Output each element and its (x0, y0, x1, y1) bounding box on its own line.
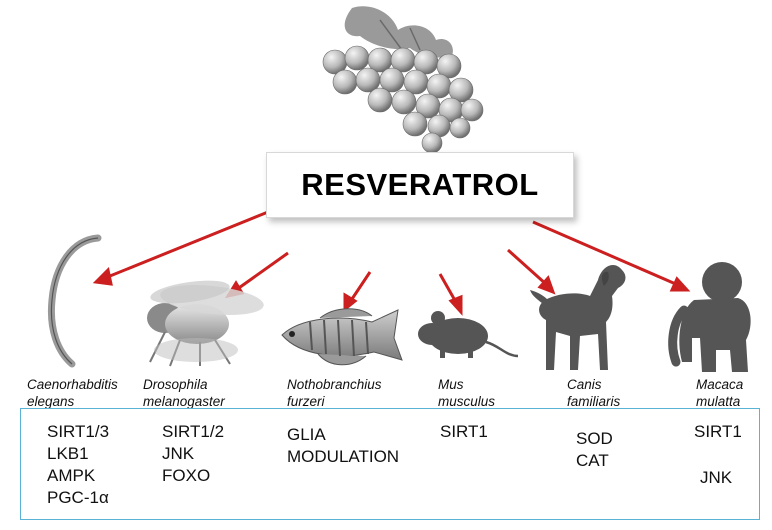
markers-elegans: SIRT1/3 LKB1 AMPK PGC-1α (47, 421, 109, 509)
species-epithet: musculus (438, 394, 496, 409)
markers-panel (20, 408, 760, 520)
red-arrows (92, 210, 691, 316)
markers-mus: SIRT1 (440, 421, 488, 443)
fly-icon (147, 280, 264, 367)
species-label-mus: Mus musculus (438, 376, 495, 410)
grapes-icon (322, 6, 484, 154)
marker-label: SIRT1/2 (162, 422, 225, 441)
title: RESVERATROL (301, 167, 539, 202)
species-genus: Drosophila (143, 377, 208, 392)
markers-macaca-up: SIRT1 (694, 421, 742, 443)
marker-label: JNK (162, 444, 195, 463)
species-epithet: mulatta (696, 394, 741, 409)
species-label-elegans: Caenorhabditis elegans (27, 376, 118, 410)
marker-label: FOXO (162, 466, 211, 485)
dog-icon (530, 265, 626, 370)
species-label-canis: Canis familiaris (567, 376, 620, 410)
markers-nothobranchius: GLIA MODULATION (287, 424, 399, 468)
marker-label: LKB1 (47, 444, 89, 463)
monkey-icon (668, 262, 751, 372)
species-genus: Canis (567, 377, 602, 392)
species-label-nothobranchius: Nothobranchius furzeri (287, 376, 382, 410)
species-epithet: furzeri (287, 394, 325, 409)
marker-label: CAT (576, 451, 609, 470)
markers-macaca-down: JNK (700, 467, 732, 489)
marker-label: SOD (576, 429, 613, 448)
marker-label: MODULATION (287, 447, 400, 466)
mouse-icon (418, 311, 519, 358)
worm-icon (47, 234, 102, 368)
species-genus: Caenorhabditis (27, 377, 118, 392)
markers-canis: SOD CAT (576, 428, 613, 472)
title-box: RESVERATROL (266, 152, 574, 218)
species-epithet: elegans (27, 394, 75, 409)
markers-drosophila: SIRT1/2 JNK FOXO (162, 421, 224, 487)
species-label-drosophila: Drosophila melanogaster (143, 376, 225, 410)
fish-icon (281, 308, 403, 366)
species-label-macaca: Macaca mulatta (696, 376, 743, 410)
species-epithet: familiaris (567, 394, 621, 409)
species-epithet: melanogaster (143, 394, 225, 409)
marker-label: AMPK (47, 466, 96, 485)
marker-label: SIRT1 (440, 422, 488, 441)
marker-label: GLIA (287, 425, 326, 444)
species-genus: Nothobranchius (287, 377, 382, 392)
marker-label: SIRT1/3 (47, 422, 110, 441)
species-genus: Macaca (696, 377, 744, 392)
marker-label: PGC-1α (47, 488, 109, 507)
marker-label: JNK (700, 468, 733, 487)
species-genus: Mus (438, 377, 464, 392)
marker-label: SIRT1 (694, 422, 742, 441)
